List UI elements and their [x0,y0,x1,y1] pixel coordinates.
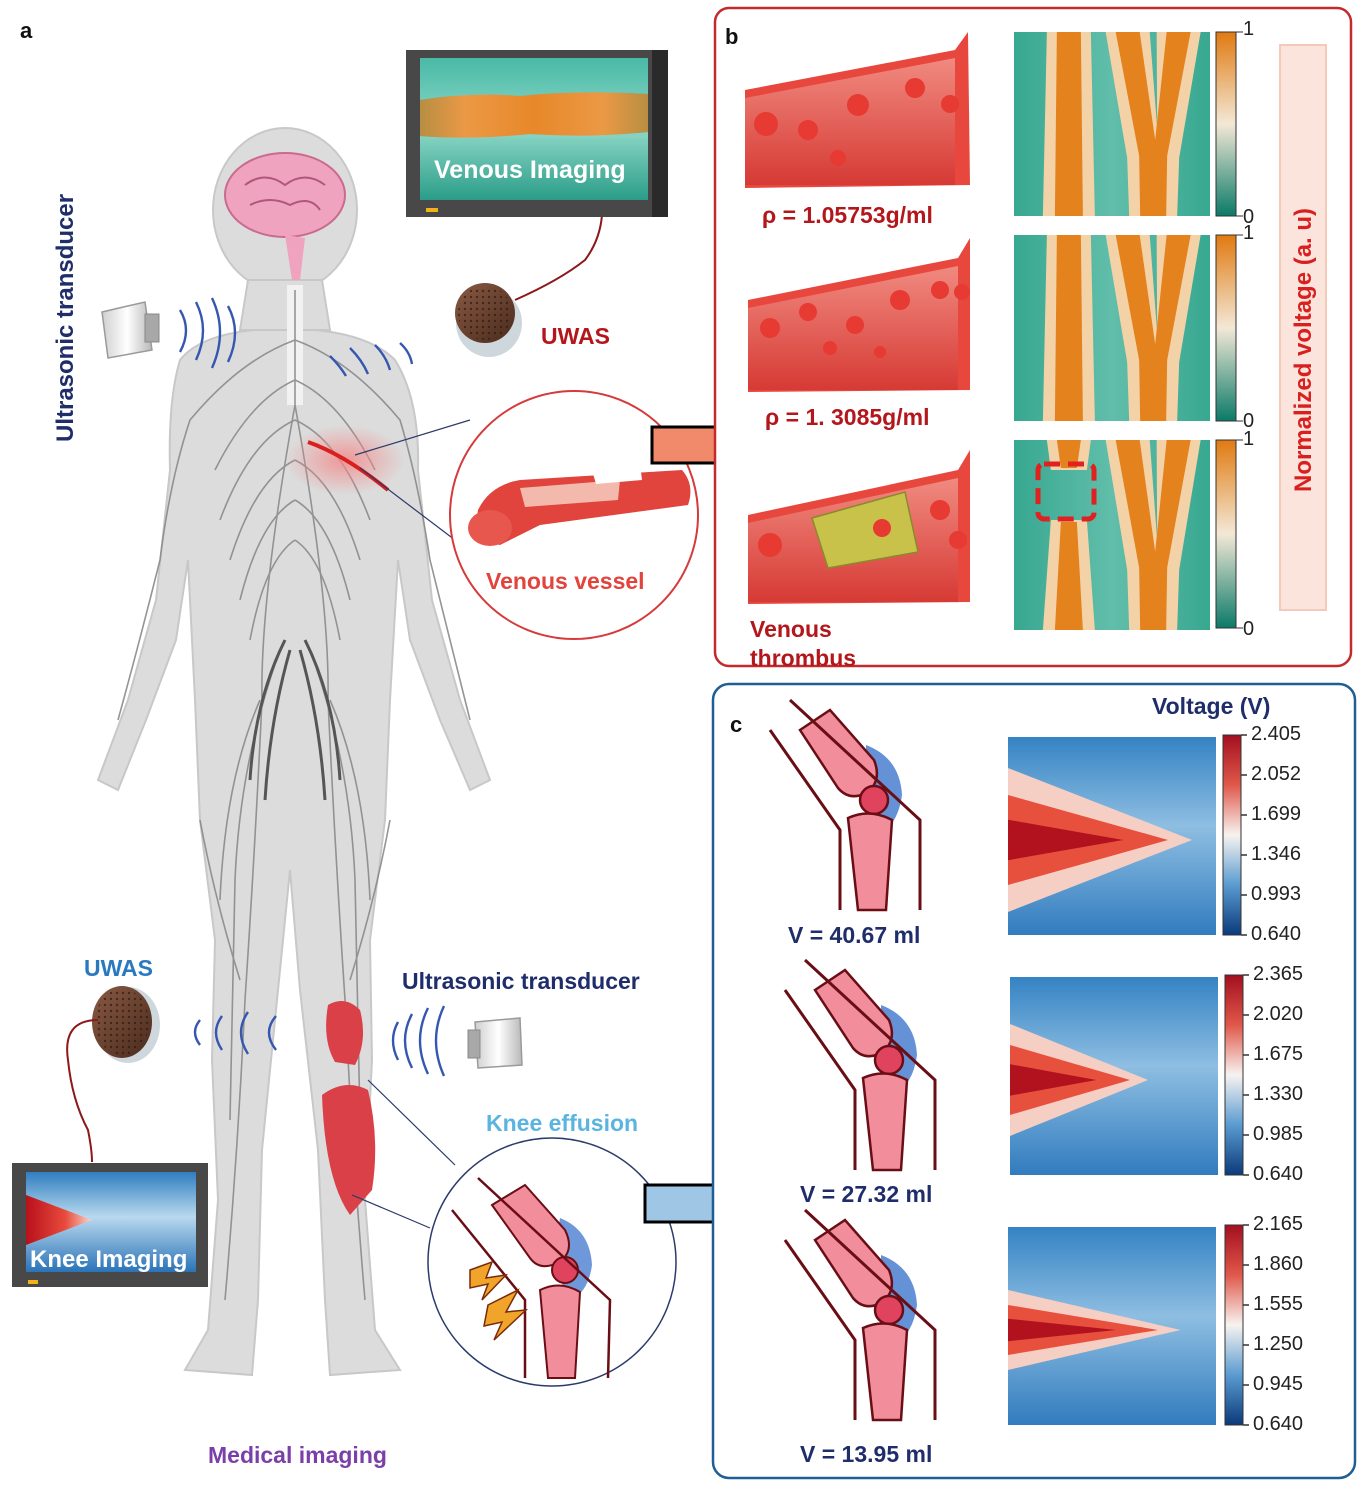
knee-heatmap-3 [1008,1227,1216,1425]
knee-effusion-label: Knee effusion [486,1110,639,1136]
thrombus-label-line1: Venous [750,616,832,642]
colorbar-tick-label: 0.993 [1251,883,1302,905]
colorbar-tick-label: 1.699 [1251,803,1302,825]
knee-effusion-region-lower [322,1085,376,1215]
knee-icon [783,1208,937,1422]
sacral-plexus [248,639,342,801]
knee-heatmap-1 [1008,737,1216,935]
colorbar-tick-label: 2.052 [1251,763,1302,785]
vessel-cutaway-1 [745,32,970,188]
knee-icons [768,698,937,1422]
ultrasonic-transducer-label-bottom: Ultrasonic transducer [402,968,640,994]
colorbar-c-2 [1224,974,1244,1176]
colorbar-b-2 [1215,234,1243,422]
normalized-voltage-label-box [1279,44,1327,611]
colorbar-c-3 [1224,1224,1244,1426]
colorbar-tick-label: 0.640 [1251,923,1302,945]
ultrasound-waves-neck [178,297,414,377]
colorbar-tick-label: 0.985 [1253,1123,1304,1145]
venous-vessel-zoom-circle [449,390,699,640]
cb-b3-top-tick: 1 [1243,428,1255,450]
colorbar-tick-label: 1.860 [1253,1253,1304,1275]
uwas-sensor-top [455,283,522,357]
thrombus-highlight-box [1035,461,1097,522]
colorbar-tick-label: 0.945 [1253,1373,1304,1395]
cb-b3-bottom-tick: 0 [1243,618,1255,640]
knee-heatmap-2 [1010,977,1218,1175]
knee-imaging-monitor [12,1163,208,1287]
vessel-cutaway-3-thrombus [748,450,970,604]
knee-zoom-circle [427,1137,677,1387]
colorbar-tick-label: 2.165 [1253,1213,1304,1235]
venous-heatmap-1 [1014,32,1210,216]
brain [224,152,346,280]
knee-volume-label-2: V = 27.32 ml [800,1181,933,1207]
ultrasonic-transducer-bottom-device [467,1017,523,1069]
thrombus-label-line2: thrombus [750,645,857,667]
panel-letter-a: a [20,18,33,43]
colorbar-tick-label: 1.250 [1253,1333,1304,1355]
voltage-title: Voltage (V) [1152,693,1271,719]
medical-imaging-label: Medical imaging [208,1442,387,1468]
uwas-label-bottom: UWAS [84,955,153,981]
colorbar-tick-label: 1.675 [1253,1043,1304,1065]
colorbar-b-3 [1215,439,1243,629]
knee-icon [783,958,937,1172]
knee-icon [768,698,922,912]
vessel-cutaway-2 [748,238,970,392]
knee-effusion-region-upper [326,1001,364,1065]
panel-letter-c: c [730,712,743,737]
density-label-2: ρ = 1. 3085g/ml [765,404,930,430]
colorbar-tick-label: 0.640 [1253,1163,1304,1185]
venous-vessel-label: Venous vessel [486,568,645,594]
normalized-voltage-label: Normalized voltage (a. u) [1290,207,1317,492]
cb-b1-bottom-tick: 0 [1243,206,1255,228]
knee-imaging-label: Knee Imaging [30,1246,188,1273]
colorbar-tick-label: 0.640 [1253,1413,1304,1435]
colorbar-tick-label: 2.020 [1253,1003,1304,1025]
uwas-cable-bottom [66,1019,99,1163]
density-label-1: ρ = 1.05753g/ml [762,202,933,228]
uwas-sensor-bottom [92,986,160,1063]
colorbar-tick-label: 1.346 [1251,843,1302,865]
venous-imaging-monitor [406,50,668,217]
cb-b2-top-tick: 1 [1243,222,1255,244]
venous-heatmap-3 [1014,440,1210,630]
cb-b2-bottom-tick: 0 [1243,410,1255,432]
venous-heatmap-2 [1014,235,1210,421]
ultrasonic-transducer-label-top: Ultrasonic transducer [52,193,79,442]
ultrasound-waves-knee [193,1005,446,1077]
ultrasonic-transducer-top-device [101,301,160,359]
uwas-label-top: UWAS [541,323,610,349]
panel-letter-b: b [725,24,739,49]
cb-b1-top-tick: 1 [1243,18,1255,40]
colorbar-tick-label: 2.365 [1253,963,1304,985]
colorbar-tick-label: 1.555 [1253,1293,1304,1315]
knee-volume-label-3: V = 13.95 ml [800,1441,933,1467]
colorbar-tick-label: 1.330 [1253,1083,1304,1105]
colorbar-tick-label: 2.405 [1251,723,1302,745]
uwas-cable-top [514,214,603,301]
venous-imaging-label: Venous Imaging [434,156,626,184]
colorbar-b-1 [1215,31,1243,217]
knee-volume-label-1: V = 40.67 ml [788,922,921,948]
colorbar-c-1 [1222,734,1242,936]
